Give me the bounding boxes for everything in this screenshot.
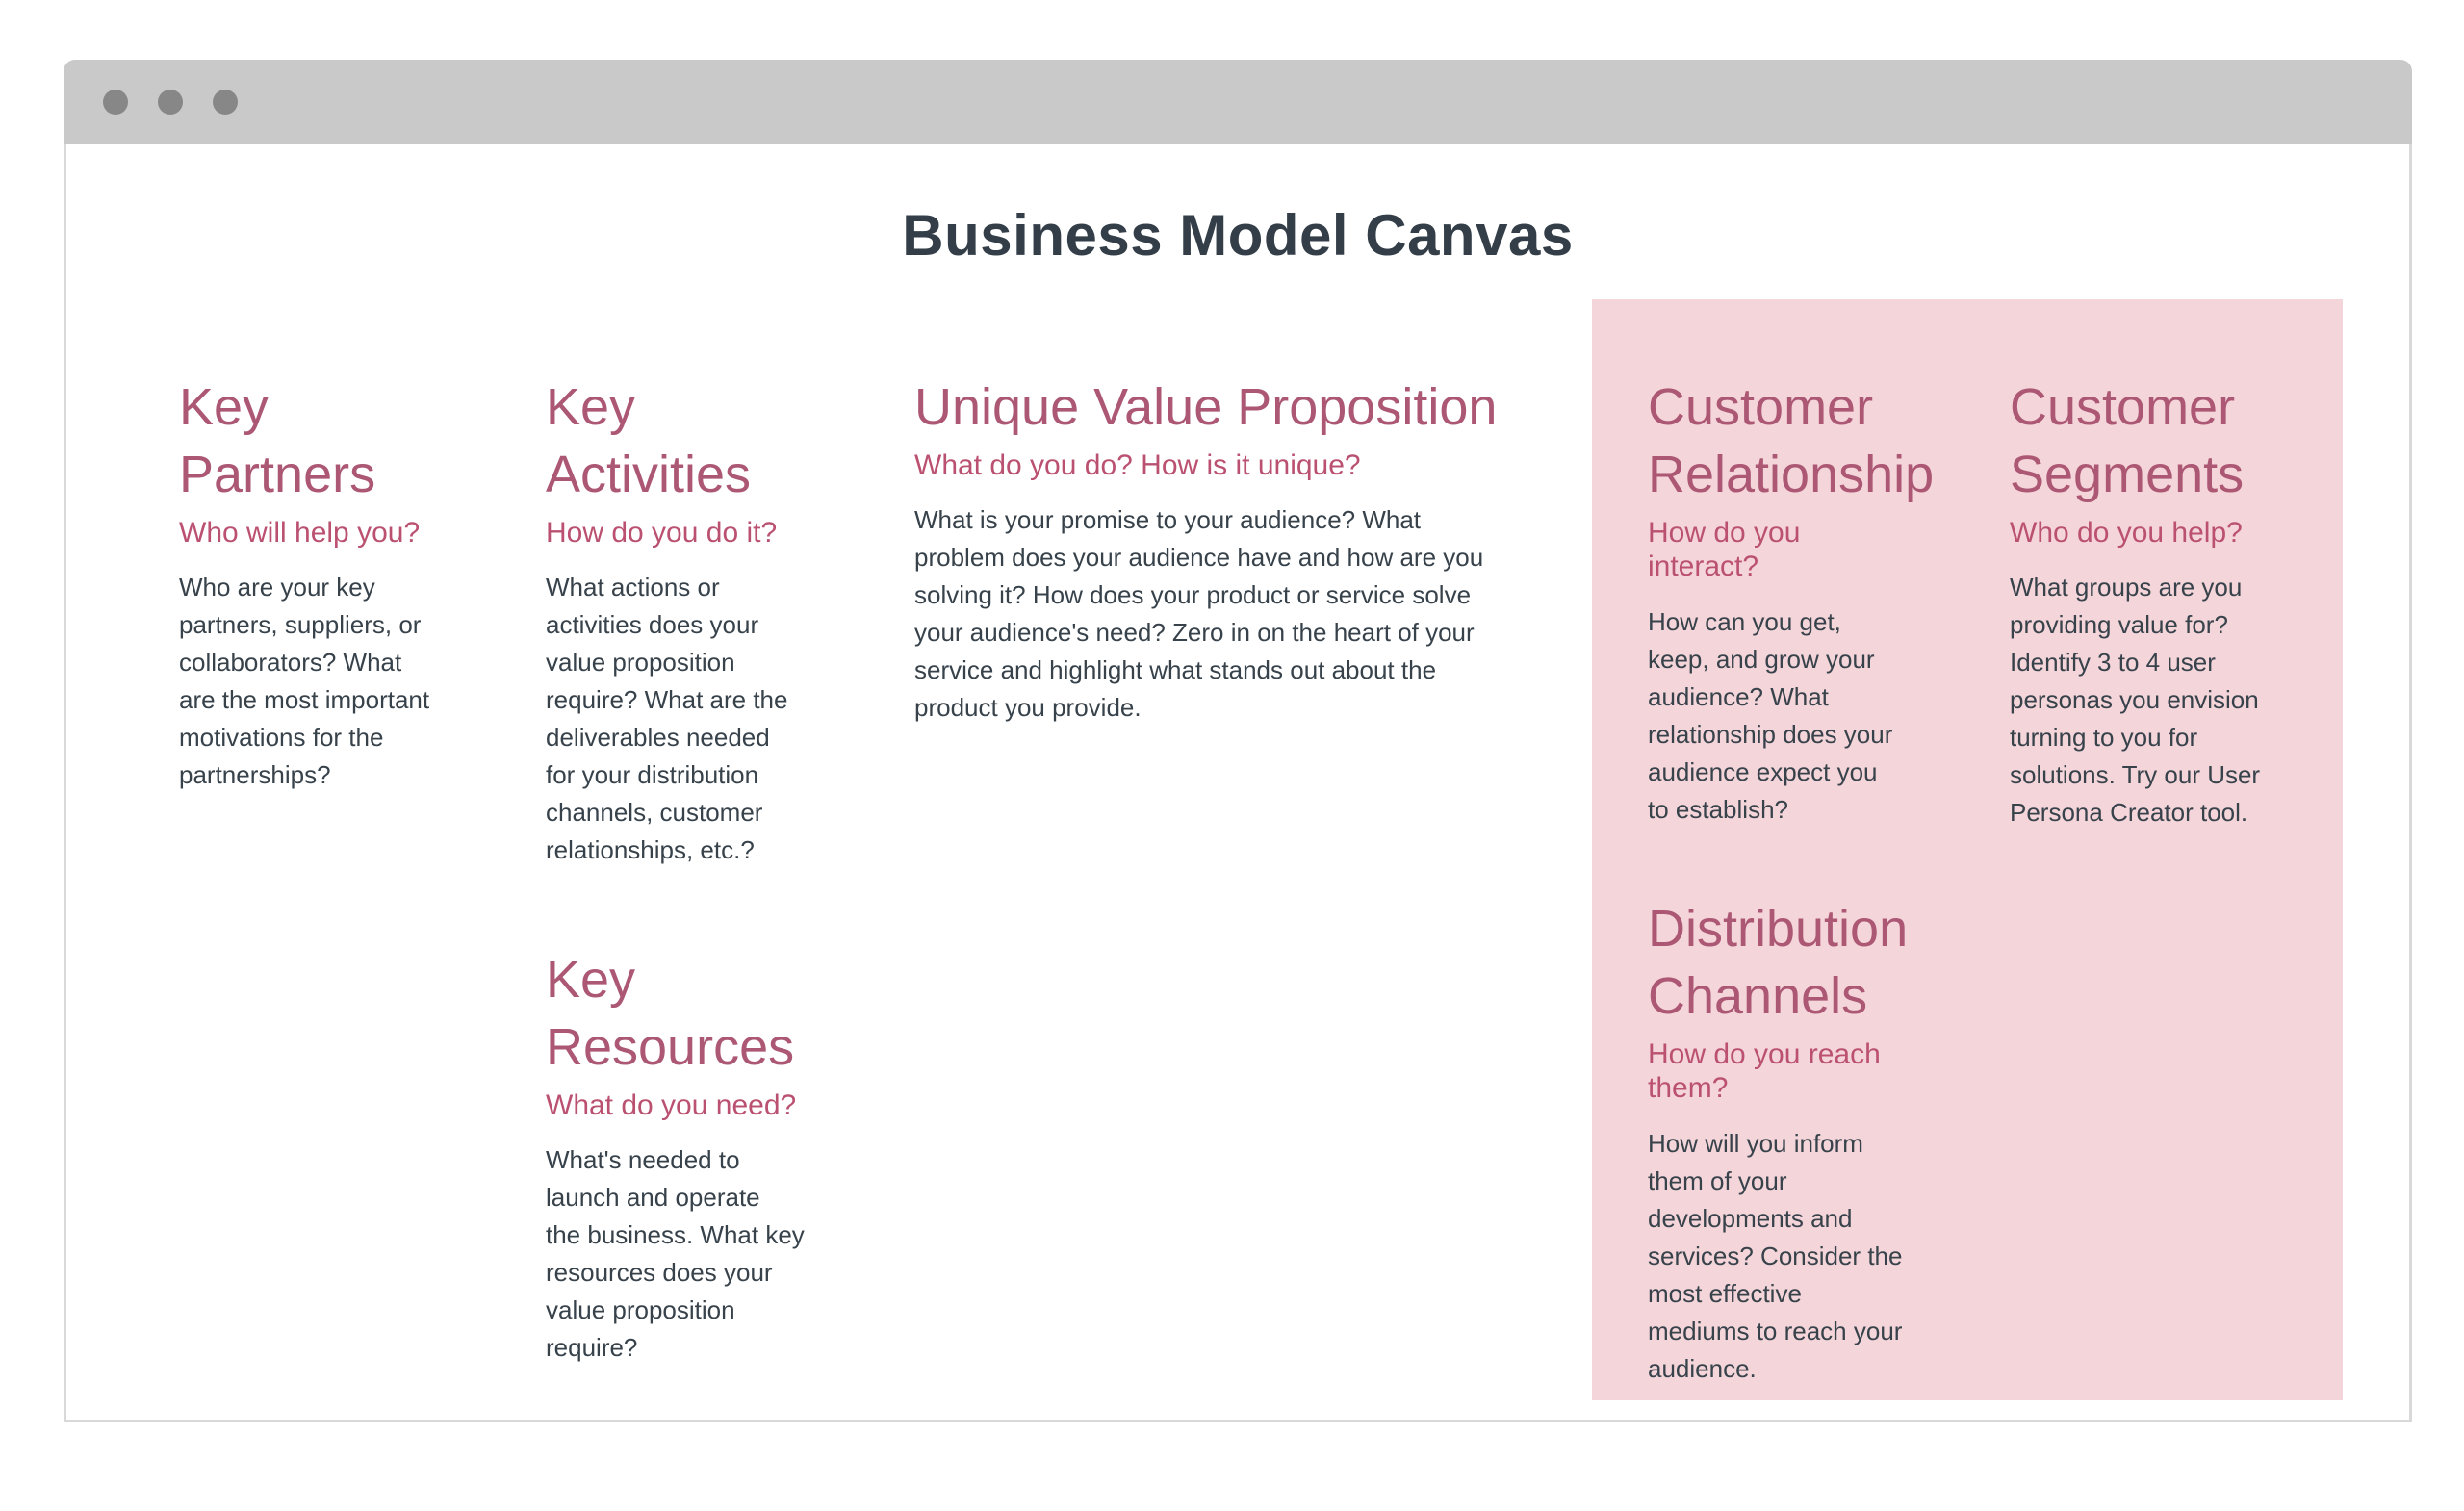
window-dot-icon — [158, 90, 183, 115]
page-title: Business Model Canvas — [902, 203, 1574, 268]
section-body: What groups are you providing value for?… — [2010, 573, 2261, 828]
window-dot-icon — [103, 90, 128, 115]
customer-highlight-panel — [1592, 299, 2343, 1400]
section-key-activities: Key Activities How do you do it? What ac… — [546, 373, 865, 869]
section-heading: Customer Segments — [2010, 378, 2245, 504]
section-heading: Key Resources — [546, 951, 795, 1077]
section-body: What's needed to launch and operate the … — [546, 1145, 805, 1363]
section-unique-value-proposition: Unique Value Proposition What do you do?… — [914, 373, 1588, 727]
section-customer-relationship: Customer Relationship How do you interac… — [1648, 373, 1958, 829]
section-body: How will you inform them of your develop… — [1648, 1128, 1903, 1383]
section-customer-segments: Customer Segments Who do you help? What … — [2010, 373, 2329, 832]
section-heading: Distribution Channels — [1648, 900, 1909, 1026]
window-titlebar — [64, 60, 2412, 144]
section-subheading: How do you interact? — [1648, 517, 1801, 583]
section-key-partners: Key Partners Who will help you? Who are … — [179, 373, 489, 794]
section-subheading: Who will help you? — [179, 517, 421, 550]
section-body: Who are your key partners, suppliers, or… — [179, 573, 430, 790]
section-heading: Key Activities — [546, 378, 752, 504]
section-body: How can you get, keep, and grow your aud… — [1648, 606, 1893, 824]
section-heading: Unique Value Proposition — [914, 378, 1498, 436]
section-subheading: What do you need? — [546, 1089, 797, 1122]
section-heading: Key Partners — [179, 378, 376, 504]
section-subheading: Who do you help? — [2010, 517, 2243, 550]
section-body: What actions or activities does your val… — [546, 573, 788, 865]
section-subheading: How do you do it? — [546, 517, 778, 550]
section-subheading: How do you reach them? — [1648, 1038, 1881, 1105]
section-subheading: What do you do? How is it unique? — [914, 449, 1361, 482]
window-dot-icon — [213, 90, 238, 115]
section-distribution-channels: Distribution Channels How do you reach t… — [1648, 895, 1967, 1388]
section-body: What is your promise to your audience? W… — [914, 505, 1484, 723]
section-key-resources: Key Resources What do you need? What's n… — [546, 946, 875, 1367]
section-heading: Customer Relationship — [1648, 378, 1935, 504]
